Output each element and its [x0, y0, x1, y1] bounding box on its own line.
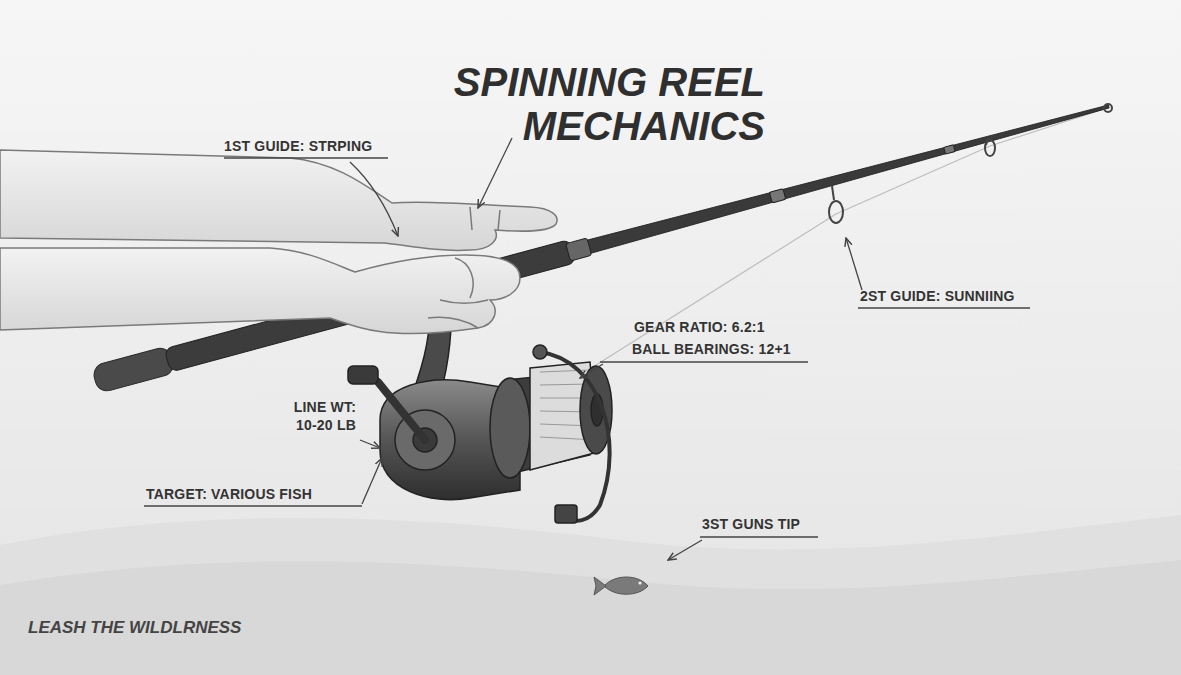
leader-lines	[600, 361, 808, 362]
guide-label: 2ST GUIDE: SUNNIING	[860, 287, 1015, 305]
background	[0, 560, 1181, 675]
spec-label: BALL BEARINGS: 12+1	[632, 340, 791, 358]
target-fish	[638, 581, 641, 584]
leader-lines	[224, 157, 388, 158]
rod-guides	[829, 201, 843, 223]
fishing-rod	[944, 145, 955, 154]
leader-lines	[362, 458, 382, 504]
fishing-rod	[769, 189, 785, 203]
leader-lines	[668, 540, 702, 560]
spec-label: GEAR RATIO: 6.2:1	[634, 318, 765, 336]
guide-label: 1ST GUIDE: STRPING	[224, 137, 372, 155]
hands	[0, 150, 557, 250]
background	[0, 515, 1181, 675]
rod-guides	[1104, 104, 1112, 112]
leader-lines	[350, 162, 398, 236]
reel	[540, 352, 610, 521]
reel	[555, 505, 577, 523]
watermark: LEASH THE WILDLRNESS	[28, 618, 241, 638]
hands	[470, 207, 500, 230]
reel	[378, 382, 425, 440]
leader-lines	[144, 138, 1030, 560]
leader-lines	[478, 138, 512, 208]
leader-lines	[144, 505, 362, 506]
guide-label: 3ST GUNS TIP	[702, 515, 800, 533]
hands	[0, 150, 557, 334]
fishing-rod	[91, 346, 176, 394]
rod-guides	[829, 104, 1112, 223]
leader-lines	[846, 238, 862, 290]
target-fish	[594, 577, 606, 595]
hands	[0, 248, 520, 334]
fishing-rod	[566, 238, 592, 261]
leader-lines	[360, 440, 380, 448]
rod-guides	[832, 186, 834, 200]
spec-label: LINE WT: 10-20 LB	[280, 398, 356, 434]
hands	[428, 258, 488, 328]
diagram-title: SPINNING REEL MECHANICS	[440, 60, 765, 148]
target-fish	[594, 577, 648, 595]
reel	[490, 378, 530, 478]
leader-lines	[858, 307, 1030, 308]
target-label: TARGET: VARIOUS FISH	[146, 485, 312, 503]
reel	[533, 345, 547, 359]
leader-lines	[580, 364, 603, 378]
rod-guides	[985, 140, 995, 156]
target-fish	[604, 577, 648, 594]
reel	[348, 366, 378, 384]
leader-lines	[700, 536, 818, 537]
